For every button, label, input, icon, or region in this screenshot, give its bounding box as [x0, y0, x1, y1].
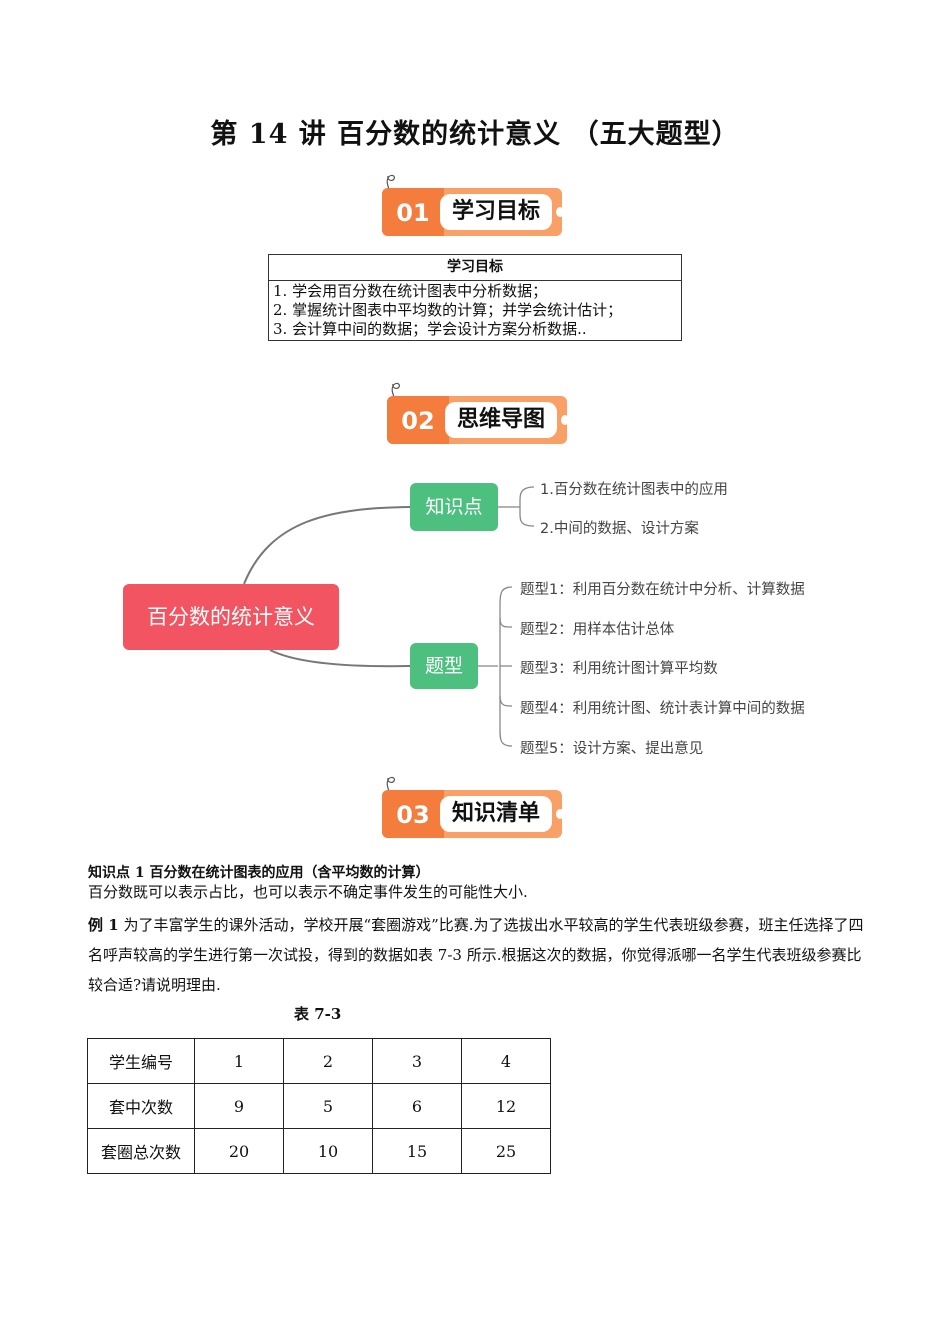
section-number: 03	[382, 790, 444, 838]
table-row: 套圈总次数 20 10 15 25	[87, 1128, 551, 1174]
mindmap-leaf: 题型2：用样本估计总体	[520, 622, 675, 638]
mindmap-connectors	[243, 486, 535, 747]
table-row: 套中次数 9 5 6 12	[87, 1083, 551, 1129]
goals-header: 学习目标	[268, 254, 682, 281]
row-header: 学生编号	[87, 1038, 195, 1084]
table-cell: 2	[283, 1038, 373, 1084]
table-cell: 3	[372, 1038, 462, 1084]
mindmap-root-node: 百分数的统计意义	[123, 584, 339, 650]
section-label: 学习目标	[440, 194, 552, 230]
section-badge-goals: 01 学习目标	[378, 172, 568, 238]
section-label: 思维导图	[445, 402, 557, 438]
mindmap-leaf: 2.中间的数据、设计方案	[540, 521, 699, 537]
mindmap-branch-question-types: 题型	[410, 643, 478, 689]
section-number: 02	[387, 396, 449, 444]
data-table: 学生编号 1 2 3 4 套中次数 9 5 6 12 套圈总次数 20 10 1…	[87, 1038, 551, 1174]
mindmap-leaf: 题型4：利用统计图、统计表计算中间的数据	[520, 701, 805, 717]
curl-icon	[386, 174, 395, 192]
example-text: 为了丰富学生的课外活动，学校开展“套圈游戏”比赛.为了选拔出水平较高的学生代表班…	[88, 916, 864, 994]
goal-item: 2. 掌握统计图表中平均数的计算；并学会统计估计；	[273, 301, 623, 319]
row-header: 套圈总次数	[87, 1128, 195, 1174]
mindmap-leaf: 题型1：利用百分数在统计中分析、计算数据	[520, 582, 805, 598]
table-cell: 1	[194, 1038, 284, 1084]
section-number: 01	[382, 188, 444, 236]
table-cell: 10	[283, 1128, 373, 1174]
table-cell: 6	[372, 1083, 462, 1129]
table-cell: 4	[461, 1038, 551, 1084]
curl-icon	[386, 776, 395, 794]
page-title: 第 14 讲 百分数的统计意义 （五大题型）	[210, 119, 740, 150]
example-1: 例 1 为了丰富学生的课外活动，学校开展“套圈游戏”比赛.为了选拔出水平较高的学…	[88, 910, 868, 1000]
section-badge-knowledge: 03 知识清单	[378, 774, 568, 840]
row-header: 套中次数	[87, 1083, 195, 1129]
learning-goals-table: 学习目标 1. 学会用百分数在统计图表中分析数据； 2. 掌握统计图表中平均数的…	[268, 254, 682, 341]
table-cell: 20	[194, 1128, 284, 1174]
table-cell: 5	[283, 1083, 373, 1129]
mindmap-leaf: 题型5：设计方案、提出意见	[520, 741, 704, 757]
goal-item: 3. 会计算中间的数据；学会设计方案分析数据..	[273, 320, 587, 338]
table-caption: 表 7-3	[294, 1005, 342, 1023]
table-cell: 15	[372, 1128, 462, 1174]
knowledge-point-body: 百分数既可以表示占比，也可以表示不确定事件发生的可能性大小.	[88, 883, 528, 901]
goals-list: 1. 学会用百分数在统计图表中分析数据； 2. 掌握统计图表中平均数的计算；并学…	[268, 280, 682, 341]
knowledge-point-title: 知识点 1 百分数在统计图表的应用（含平均数的计算）	[88, 865, 430, 881]
mindmap-leaf: 题型3：利用统计图计算平均数	[520, 661, 718, 677]
mindmap-leaf: 1.百分数在统计图表中的应用	[540, 482, 728, 498]
table-cell: 12	[461, 1083, 551, 1129]
section-label: 知识清单	[440, 796, 552, 832]
table-row: 学生编号 1 2 3 4	[87, 1038, 551, 1084]
section-badge-mindmap: 02 思维导图	[383, 380, 573, 446]
goal-item: 1. 学会用百分数在统计图表中分析数据；	[273, 282, 548, 300]
table-cell: 9	[194, 1083, 284, 1129]
example-label: 例 1	[88, 916, 119, 934]
curl-icon	[391, 382, 400, 400]
table-cell: 25	[461, 1128, 551, 1174]
mindmap-branch-knowledge: 知识点	[410, 483, 498, 531]
